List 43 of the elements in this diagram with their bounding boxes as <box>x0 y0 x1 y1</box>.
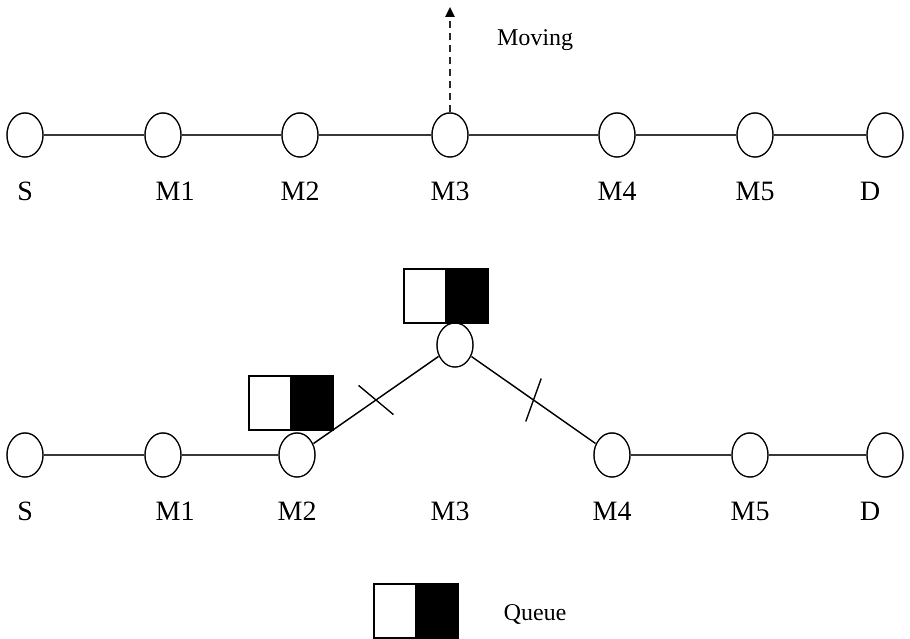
node-label: M4 <box>592 498 632 526</box>
node-label: M5 <box>736 178 774 206</box>
node-circle <box>431 112 469 158</box>
link-line <box>44 134 144 136</box>
node-label: M5 <box>730 498 770 526</box>
node-label: D <box>860 178 880 206</box>
node-label: S <box>17 178 33 206</box>
legend-label: Queue <box>504 601 566 625</box>
node-label: S <box>17 498 33 526</box>
node-circle <box>593 432 631 478</box>
node-circle <box>144 432 182 478</box>
link-line <box>182 454 278 456</box>
node-label: M2 <box>278 498 316 526</box>
node-circle <box>866 432 904 478</box>
link-line <box>774 134 866 136</box>
node-circle <box>6 432 44 478</box>
link-line <box>769 454 866 456</box>
link-line <box>313 356 439 444</box>
node-circle <box>736 112 774 158</box>
node-circle <box>281 112 319 158</box>
node-circle <box>731 432 769 478</box>
node-label: M1 <box>156 178 194 206</box>
link-line <box>319 134 431 136</box>
node-circle <box>598 112 636 158</box>
arrow <box>445 7 455 112</box>
node-circle <box>866 112 904 158</box>
link-line <box>631 454 731 456</box>
node-label: D <box>860 498 880 526</box>
link-line <box>182 134 281 136</box>
node-circle <box>278 432 316 478</box>
link-line <box>44 454 144 456</box>
node-label: M1 <box>156 498 194 526</box>
node-circle <box>436 322 474 368</box>
node-name: M3 <box>430 498 470 526</box>
link-line <box>636 134 736 136</box>
edge-label: Moving <box>497 26 573 50</box>
link-line <box>470 356 596 444</box>
node-label: M3 <box>430 178 470 206</box>
link-line <box>469 134 598 136</box>
node-label: M2 <box>280 178 320 206</box>
node-circle <box>144 112 182 158</box>
node-circle <box>6 112 44 158</box>
node-label: M4 <box>598 178 636 206</box>
